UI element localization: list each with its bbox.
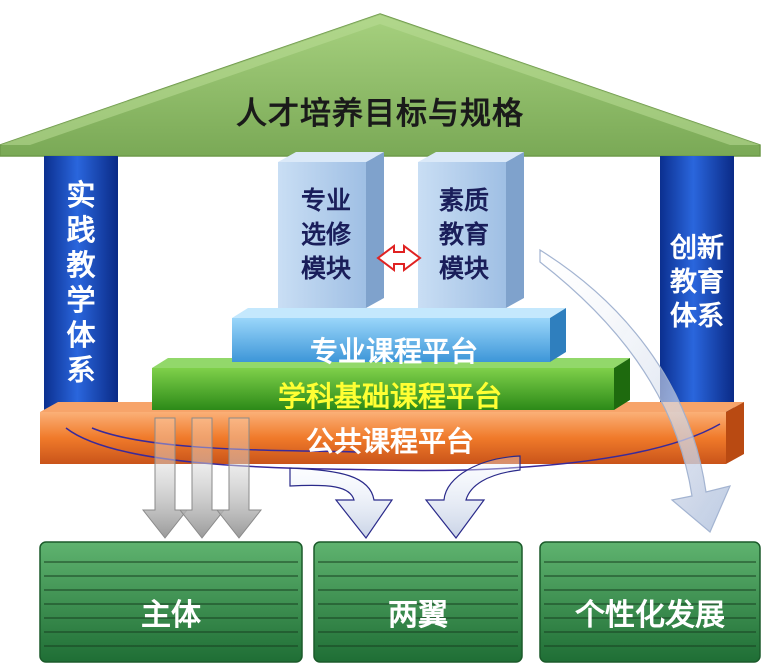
sweep-arrow (539, 248, 732, 533)
flow-lines (65, 423, 721, 472)
double-arrow-icon (376, 244, 422, 272)
platform-subject (152, 358, 630, 410)
outcome-box-wings (313, 541, 523, 663)
platform-subject-label: 学科基础课程平台 (277, 380, 502, 413)
curved-arrows (289, 455, 521, 540)
roof (0, 13, 761, 157)
outcome-box-personal (539, 541, 761, 663)
gray-arrows (141, 417, 263, 539)
module-right-box (418, 152, 524, 308)
platform-major-label: 专业课程平台 (309, 335, 478, 368)
pillar-left (44, 156, 118, 418)
pillar-left-label: 实 践 教 学 体 系 (66, 178, 96, 387)
outcome-box-main (39, 541, 303, 663)
outcome-wings-label: 两翼 (388, 598, 448, 633)
platform-public-label: 公共课程平台 (305, 425, 474, 458)
pillar-right (660, 156, 734, 418)
module-left-box (278, 152, 384, 308)
module-left-label: 专业 选修 模块 (300, 186, 351, 283)
outcome-personal-label: 个性化发展 (575, 598, 725, 633)
platform-major (232, 308, 566, 362)
pillar-right-label: 创新 教育 体系 (670, 233, 724, 332)
roof-title: 人才培养目标与规格 (236, 96, 524, 132)
module-right-label: 素质 教育 模块 (438, 186, 489, 283)
outcome-main-label: 主体 (141, 598, 201, 633)
